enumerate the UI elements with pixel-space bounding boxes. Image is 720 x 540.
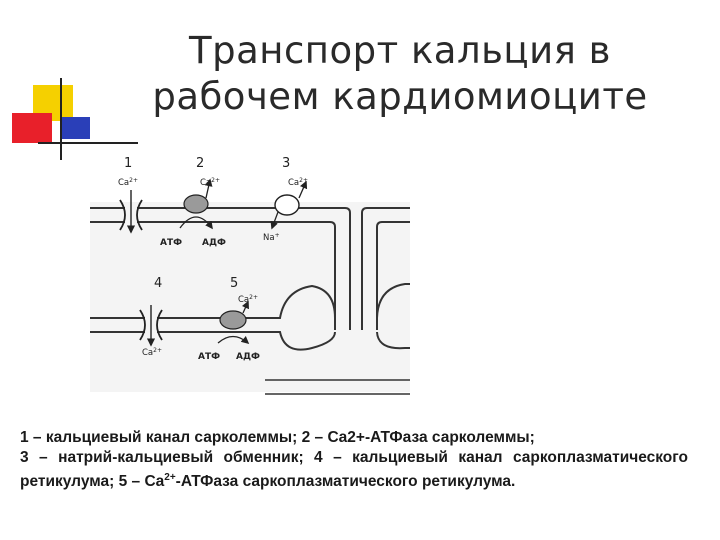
- label-number-5: 5: [230, 276, 238, 291]
- caption-part-b: -АТФаза саркоплазматического ретикулума.: [176, 473, 516, 490]
- adp-label-lower: АДФ: [236, 352, 260, 362]
- decor-red-square: [12, 113, 52, 143]
- adp-label-upper: АДФ: [202, 238, 226, 248]
- caption-paragraph-2: 3 – натрий-кальциевый обменник; 4 – каль…: [20, 448, 688, 492]
- calcium-transport-diagram: 1 2 3 4 5 Ca2+ Ca2+ АТФ АДФ Ca2+ Na+ Ca2…: [80, 150, 420, 420]
- ca-label-3: Ca2+: [288, 177, 308, 188]
- atp-label-upper: АТФ: [160, 238, 182, 248]
- ca-label-2: Ca2+: [200, 177, 220, 188]
- ca-label-1: Ca2+: [118, 177, 138, 188]
- decor-vertical-line: [60, 78, 62, 160]
- label-number-2: 2: [196, 156, 204, 171]
- title-line-1: Транспорт кальция в: [140, 28, 660, 74]
- title-line-2: рабочем кардиомиоците: [140, 74, 660, 120]
- caption-superscript: 2+: [164, 472, 175, 483]
- decor-blue-square: [60, 117, 90, 139]
- label-number-3: 3: [282, 156, 290, 171]
- legend-caption: 1 – кальциевый канал сарколеммы; 2 – Ca2…: [20, 428, 688, 492]
- label-number-4: 4: [154, 276, 162, 291]
- caption-line-1: 1 – кальциевый канал сарколеммы; 2 – Ca2…: [20, 428, 688, 448]
- slide-title: Транспорт кальция в рабочем кардиомиоцит…: [140, 28, 660, 120]
- label-number-1: 1: [124, 156, 132, 171]
- decor-horizontal-line: [38, 142, 138, 144]
- atp-label-lower: АТФ: [198, 352, 220, 362]
